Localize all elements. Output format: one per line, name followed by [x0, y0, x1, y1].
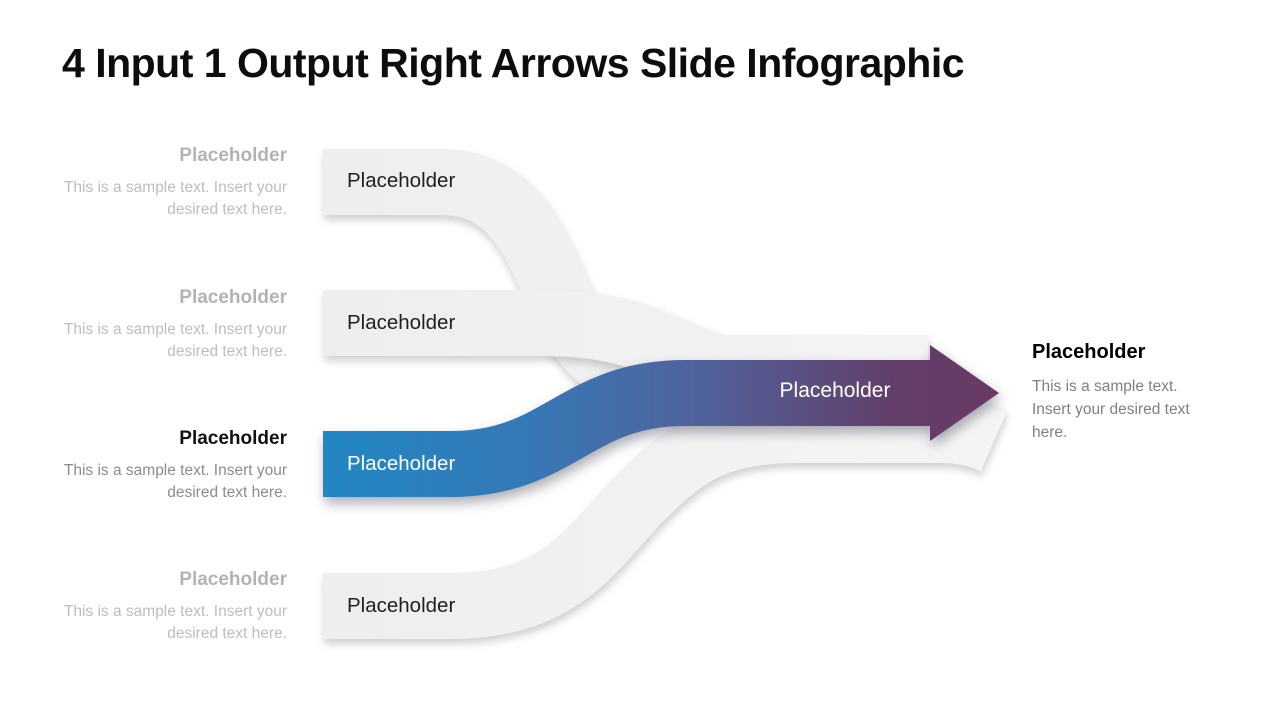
output-block: Placeholder This is a sample text. Inser…	[1032, 340, 1210, 444]
input-heading-2: Placeholder	[179, 287, 287, 308]
output-arrow-label: Placeholder	[779, 379, 891, 402]
input-band-4	[323, 397, 1008, 639]
band-label-2: Placeholder	[347, 311, 456, 334]
input-band-3	[323, 360, 932, 497]
band-label-4: Placeholder	[347, 594, 456, 617]
band-label-3: Placeholder	[347, 452, 456, 475]
input-block-1: Placeholder This is a sample text. Inser…	[42, 145, 287, 221]
output-body: This is a sample text. Insert your desir…	[1032, 378, 1190, 441]
band-label-1: Placeholder	[347, 169, 456, 192]
input-body-2: This is a sample text. Insert your desir…	[63, 321, 287, 360]
input-body-1: This is a sample text. Insert your desir…	[63, 179, 287, 218]
highlighted-flow-arrow	[323, 345, 999, 497]
input-heading-1: Placeholder	[179, 145, 287, 166]
input-body-4: This is a sample text. Insert your desir…	[63, 603, 287, 642]
arrowhead-icon	[930, 345, 999, 441]
input-body-3: This is a sample text. Insert your desir…	[63, 462, 287, 501]
input-heading-4: Placeholder	[179, 569, 287, 590]
input-block-3: Placeholder This is a sample text. Inser…	[42, 428, 287, 504]
input-heading-3: Placeholder	[179, 428, 287, 449]
input-block-2: Placeholder This is a sample text. Inser…	[42, 287, 287, 363]
slide-title: 4 Input 1 Output Right Arrows Slide Info…	[62, 40, 965, 86]
input-block-4: Placeholder This is a sample text. Inser…	[42, 569, 287, 645]
output-heading: Placeholder	[1032, 341, 1146, 363]
